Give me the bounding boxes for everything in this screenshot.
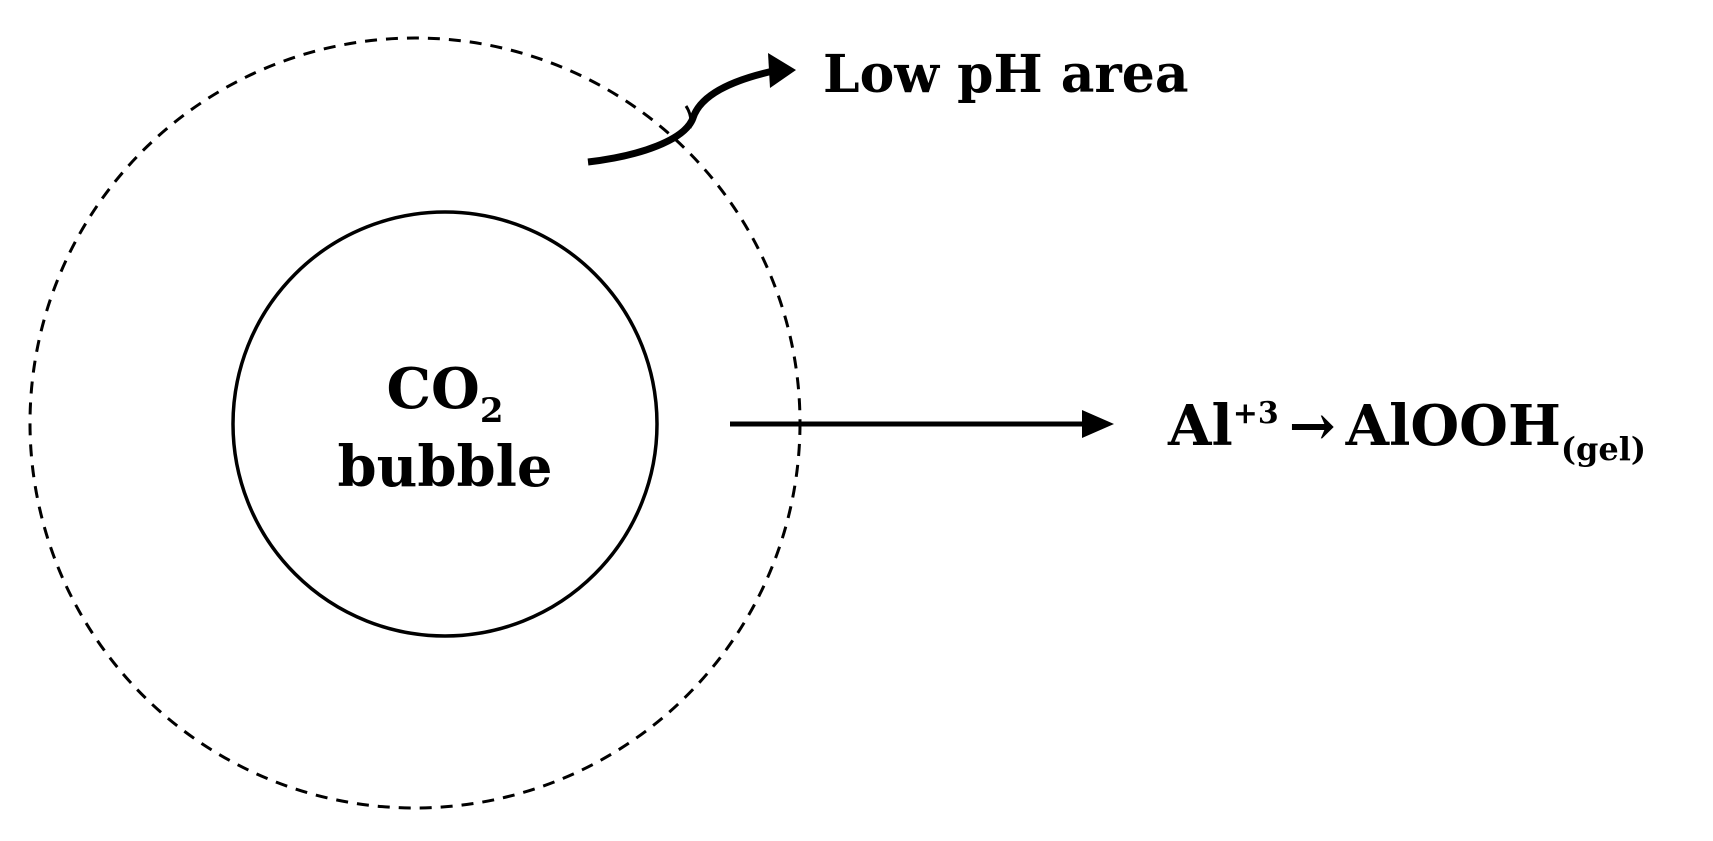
reactant-text: Al — [1167, 393, 1233, 459]
bubble-label-line2: bubble — [337, 434, 552, 500]
low-ph-pointer-arrowhead — [768, 53, 796, 88]
product-state: (gel) — [1561, 430, 1646, 468]
reaction-equation: Al+3 →AlOOH(gel) — [1167, 393, 1646, 468]
low-ph-pointer-arrow — [587, 66, 779, 166]
reaction-pointer-arrowhead — [1082, 410, 1114, 438]
reactant-charge: +3 — [1233, 396, 1279, 431]
bubble-main-text: CO — [386, 356, 479, 422]
low-ph-area-label: Low pH area — [823, 44, 1189, 105]
reaction-arrow-glyph: → — [1289, 393, 1336, 459]
co2-bubble-circle — [231, 210, 659, 638]
bubble-subscript-text: 2 — [480, 391, 504, 431]
product-text: AlOOH — [1345, 393, 1561, 459]
low-ph-region-dashed-circle — [28, 36, 802, 810]
dashed-circle-crossing-mark — [684, 105, 693, 129]
bubble-label-line1: CO2 — [386, 356, 503, 431]
